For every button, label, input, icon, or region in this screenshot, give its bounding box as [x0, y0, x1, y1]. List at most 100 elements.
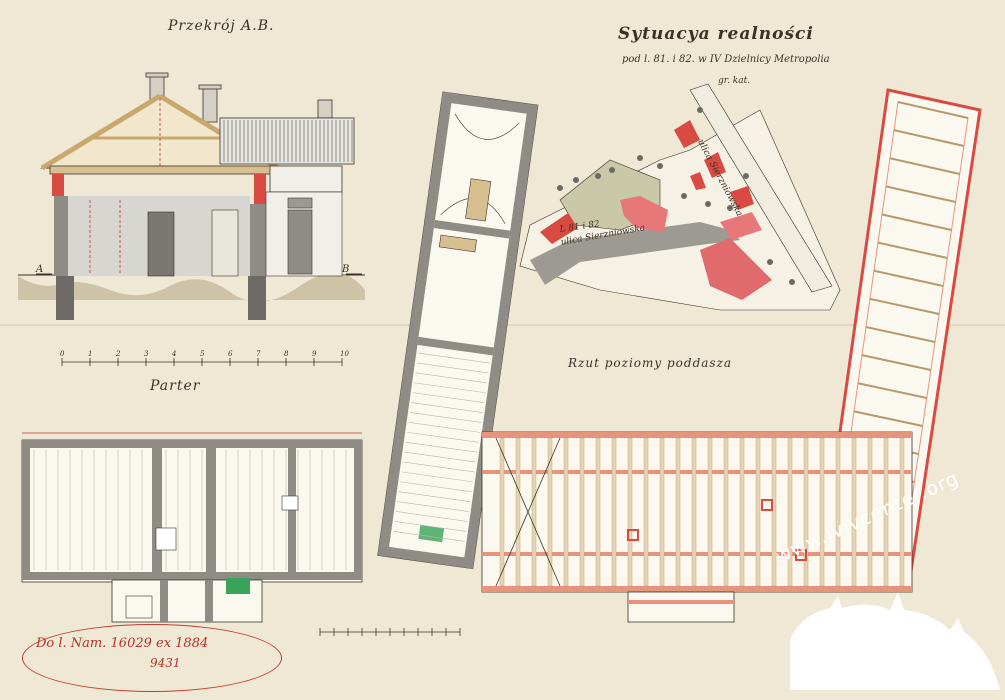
- green-stove: [226, 578, 250, 594]
- site-building-5: [704, 152, 726, 178]
- site-tree: [705, 201, 711, 207]
- wing-board-line: [400, 481, 472, 493]
- site-building-3: [700, 238, 772, 300]
- attic-rafter: [755, 437, 761, 587]
- wing-board-line: [402, 461, 475, 473]
- site-plan-subtitle: pod l. 81. i 82. w IV Dzielnicy Metropol…: [622, 54, 830, 65]
- watermark-emblem: [790, 592, 1000, 690]
- attic-chimney-1: [627, 529, 639, 541]
- wing-board-line: [412, 392, 485, 403]
- wall-left: [54, 196, 68, 276]
- plan-outline: [21, 439, 363, 583]
- attic-wing-beam: [861, 354, 932, 371]
- side-door: [211, 209, 239, 277]
- site-building-1: [540, 213, 578, 244]
- attic-rafter: [803, 437, 809, 587]
- porch-wall-1: [160, 580, 168, 622]
- attic-wing-beam: [853, 410, 923, 427]
- wall-top-brick-right: [254, 174, 266, 204]
- wing-board-line: [401, 471, 473, 483]
- attic-wing-beam: [869, 297, 940, 315]
- wing-partition-1: [433, 220, 511, 239]
- chimney-3: [317, 99, 333, 119]
- attic-chimney-2: [761, 499, 773, 511]
- site-building-6: [730, 186, 754, 210]
- attic-outline: [481, 431, 913, 593]
- site-tree: [637, 155, 643, 161]
- attic-rafter: [771, 437, 777, 587]
- attic-wing-beam: [873, 269, 944, 287]
- partition-1: [152, 448, 162, 572]
- attic-wing-beam: [889, 157, 960, 175]
- section-marker-b: B: [341, 264, 349, 275]
- attic-rafters: [499, 437, 905, 587]
- attic-hip-2: [495, 437, 561, 587]
- wing-board-line: [408, 422, 480, 433]
- wing-board-line: [404, 451, 476, 463]
- site-plan-subtitle-2: gr. kat.: [718, 76, 751, 86]
- wing-board-line: [405, 441, 478, 453]
- scale-tick-label: 7: [256, 350, 261, 358]
- attic-wing-beam: [893, 129, 965, 147]
- site-street-side: [689, 83, 833, 293]
- building-section: A B: [18, 72, 365, 320]
- floorboards: [33, 450, 347, 570]
- scale-tick-label: 4: [171, 350, 176, 358]
- site-tree: [657, 163, 663, 169]
- attic-wallplate-top: [482, 432, 912, 438]
- attic-purlin-1: [482, 470, 912, 474]
- attic-rafter: [723, 437, 729, 587]
- attic-rafter: [515, 437, 521, 587]
- attic-rafter: [739, 437, 745, 587]
- facade-window: [287, 209, 313, 275]
- scale-tick-label: 5: [200, 350, 205, 358]
- site-tree: [789, 279, 795, 285]
- stove-1: [155, 527, 177, 551]
- attic-rafter: [531, 437, 537, 587]
- vault-arc-1: [454, 113, 520, 140]
- side-roof-hatching: [223, 120, 353, 162]
- attic-rafter: [563, 437, 569, 587]
- section-title: Przekrój A.B.: [168, 18, 275, 34]
- ceiling-beam: [49, 165, 281, 175]
- attic-rafter: [499, 437, 505, 587]
- porch-steps: [125, 595, 153, 619]
- wing-wall-bottom: [377, 545, 475, 569]
- attic-rafter: [579, 437, 585, 587]
- site-plan: [519, 83, 841, 311]
- wall-east: [354, 440, 362, 580]
- attic-rafter: [595, 437, 601, 587]
- attic-wing-beam: [885, 185, 956, 203]
- wing-board-line: [407, 431, 479, 443]
- chimney-2: [202, 87, 218, 123]
- attic-rafter: [883, 437, 889, 587]
- scale-tick-label: 0: [60, 350, 65, 358]
- site-tree: [557, 185, 563, 191]
- attic-rafter: [675, 437, 681, 587]
- wing-board-line: [395, 511, 468, 522]
- site-building-7: [690, 172, 706, 190]
- attic-rafter: [659, 437, 665, 587]
- wing-board-line: [398, 491, 471, 502]
- wing-wall-left: [377, 91, 453, 557]
- wall-south: [22, 572, 362, 580]
- rafter-left: [40, 93, 162, 171]
- wing-board-line: [394, 521, 466, 532]
- site-tree: [767, 259, 773, 265]
- scale-tick-label: 2: [115, 350, 121, 358]
- attic-rafter: [691, 437, 697, 587]
- attic-chimney-3: [795, 549, 807, 561]
- wing-board-line: [418, 352, 490, 364]
- window-transom: [287, 197, 313, 209]
- wall-west: [22, 440, 30, 580]
- wall-right: [250, 204, 266, 276]
- wall-top-brick-left: [52, 174, 64, 196]
- wing-board-line: [414, 382, 486, 394]
- stove-2: [281, 495, 299, 511]
- site-tree: [681, 193, 687, 199]
- interior-door: [147, 211, 175, 277]
- wing-floorboards: [393, 352, 490, 542]
- wing-stair: [465, 178, 492, 222]
